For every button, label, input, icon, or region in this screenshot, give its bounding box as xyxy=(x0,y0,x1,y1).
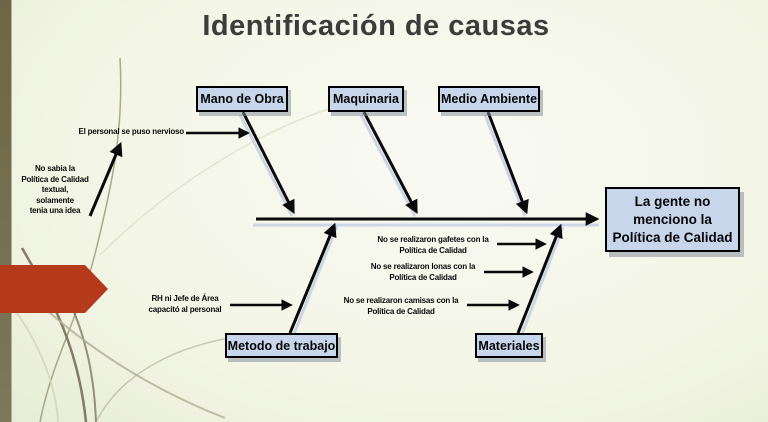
slide-title: Identificación de causas xyxy=(202,10,550,42)
cause-rh-capacito: RH ni Jefe de Área capacitó al personal xyxy=(141,294,229,315)
cause-no-sabia-politica: No sabia la Política de Calidad textual,… xyxy=(2,164,108,217)
category-box-mano-de-obra: Mano de Obra xyxy=(196,86,288,112)
category-label: Metodo de trabajo xyxy=(227,338,336,353)
cause-line: tenia una idea xyxy=(29,206,81,215)
bone-shadow-metodo xyxy=(292,225,339,335)
bone-shadow-medio xyxy=(483,114,527,217)
effect-line: La gente no xyxy=(634,193,711,209)
effect-line: menciono la xyxy=(633,211,712,227)
cause-line: Política de Calidad xyxy=(389,272,457,282)
bones xyxy=(88,111,600,334)
cause-line: No se realizaron lonas con la xyxy=(370,262,476,271)
bone-materiales xyxy=(516,223,563,334)
accent-arrow-shape xyxy=(0,265,108,313)
cause-line: RH ni Jefe de Área xyxy=(151,294,219,303)
category-box-materiales: Materiales xyxy=(475,333,543,358)
effect-box: La gente no menciono la Política de Cali… xyxy=(605,187,740,252)
bone-medio-ambiente xyxy=(486,111,529,215)
bone-maquinaria xyxy=(362,111,418,215)
bone-shadow-maquinaria xyxy=(359,114,417,217)
bone-shadow-mano xyxy=(238,114,294,217)
category-label: Materiales xyxy=(478,338,540,353)
curve-stem-7 xyxy=(99,102,351,256)
cause-line: solamente xyxy=(36,195,74,205)
curve-stem-1 xyxy=(39,57,122,422)
cause-line: capacitó al personal xyxy=(148,304,222,314)
cause-gafetes: No se realizaron gafetes con la Política… xyxy=(369,235,497,256)
cause-line: Política de Calidad xyxy=(21,174,89,184)
cause-personal-nervioso: El personal se puso nervioso xyxy=(46,127,184,138)
cause-line: No sabia la xyxy=(34,164,76,173)
effect-line: Política de Calidad xyxy=(612,229,733,245)
cause-camisas: No se realizaron camisas con la Política… xyxy=(337,296,465,317)
bone-metodo-de-trabajo xyxy=(288,222,337,334)
arrow-no-sabia xyxy=(88,141,123,217)
category-box-maquinaria: Maquinaria xyxy=(328,86,404,112)
cause-line: El personal se puso nervioso xyxy=(78,127,184,136)
category-box-metodo-de-trabajo: Metodo de trabajo xyxy=(225,333,338,358)
category-label: Medio Ambiente xyxy=(440,92,538,106)
cause-line: textual, xyxy=(41,185,69,194)
bone-shadow-materiales xyxy=(520,226,565,335)
category-label: Mano de Obra xyxy=(200,92,284,106)
sidebar-stripe xyxy=(0,0,12,422)
cause-line: No se realizaron camisas con la xyxy=(343,296,459,305)
cause-lonas: No se realizaron lonas con la Política d… xyxy=(359,262,487,283)
cause-line: Política de Calidad xyxy=(367,306,435,316)
cause-line: No se realizaron gafetes con la xyxy=(377,235,489,244)
category-label: Maquinaria xyxy=(333,92,399,106)
category-box-medio-ambiente: Medio Ambiente xyxy=(438,86,540,112)
cause-line: Política de Calidad xyxy=(399,245,467,255)
bone-mano-de-obra xyxy=(241,111,295,215)
